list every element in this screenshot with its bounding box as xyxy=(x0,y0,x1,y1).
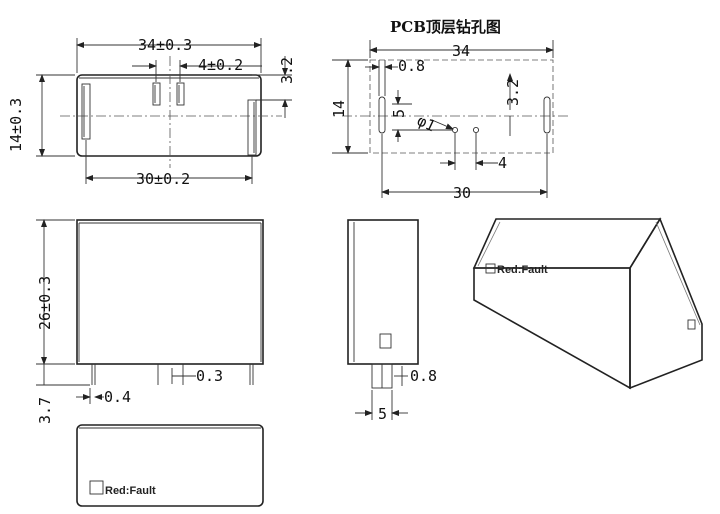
dim-edge-gap: 3.2 xyxy=(278,57,296,84)
side-view: 0.8 5 xyxy=(347,219,437,423)
iso-brand-text: Red:Fault xyxy=(497,264,548,276)
top-view-body xyxy=(76,74,262,157)
iso-top-face xyxy=(472,218,662,269)
side-view-body xyxy=(347,219,419,365)
pcb-dim-hole-spacing: 5 xyxy=(390,109,408,118)
dim-overall-width: 34±0.3 xyxy=(138,36,192,54)
bottom-brand-text: Red:Fault xyxy=(105,485,156,497)
side-dim-pin-offset: 5 xyxy=(378,405,387,423)
front-view-body xyxy=(76,219,264,365)
bottom-view-body xyxy=(76,424,264,507)
dim-pin-width: 0.3 xyxy=(196,367,223,385)
pcb-drill-view: PCB顶层钻孔图 34 0.8 3.2 14 5 xyxy=(330,18,570,202)
dim-pin-span: 30±0.2 xyxy=(136,170,190,188)
pcb-outline xyxy=(369,59,554,154)
isometric-view: Red:Fault xyxy=(472,217,703,390)
dim-pin-pitch: 4±0.2 xyxy=(198,56,243,74)
pcb-dim-hole-width: 0.8 xyxy=(398,57,425,75)
dim-pin-length: 3.7 xyxy=(36,397,54,424)
bottom-logo-box xyxy=(89,480,104,495)
dim-pin-thickness: 0.4 xyxy=(104,388,131,406)
top-center-pin-1 xyxy=(152,82,161,106)
top-left-pin xyxy=(81,83,91,140)
top-center-pin-2 xyxy=(176,82,185,106)
pcb-dim-hole-diameter: φ1 xyxy=(414,111,438,135)
pcb-dim-board-width: 34 xyxy=(452,42,470,60)
pcb-title: PCB顶层钻孔图 xyxy=(390,18,501,36)
pcb-dim-board-depth: 14 xyxy=(330,100,348,118)
iso-logo-box xyxy=(485,263,496,274)
pcb-dim-pin-span: 30 xyxy=(453,184,471,202)
pcb-dim-hole-pitch: 4 xyxy=(498,154,507,172)
pcb-hole-2 xyxy=(472,126,480,134)
top-view: 34±0.3 4±0.2 3.2 14±0.3 30±0.2 xyxy=(7,36,296,188)
iso-indicator-window xyxy=(687,319,696,330)
iso-front-face xyxy=(473,267,631,390)
front-view: 26±0.3 3.7 0.3 0.4 xyxy=(36,219,264,424)
pcb-dim-hole-offset: 3.2 xyxy=(504,79,522,106)
side-dim-pin-thickness: 0.8 xyxy=(410,367,437,385)
pcb-slot-left xyxy=(378,96,386,134)
side-indicator-window xyxy=(379,333,392,349)
top-right-pin xyxy=(247,99,257,156)
dim-overall-depth: 14±0.3 xyxy=(7,98,25,152)
dim-height: 26±0.3 xyxy=(36,276,54,330)
bottom-view: Red:Fault xyxy=(76,424,264,507)
pcb-hole-1 xyxy=(451,126,459,134)
pcb-slot-right xyxy=(543,96,551,134)
iso-side-face xyxy=(629,217,703,390)
